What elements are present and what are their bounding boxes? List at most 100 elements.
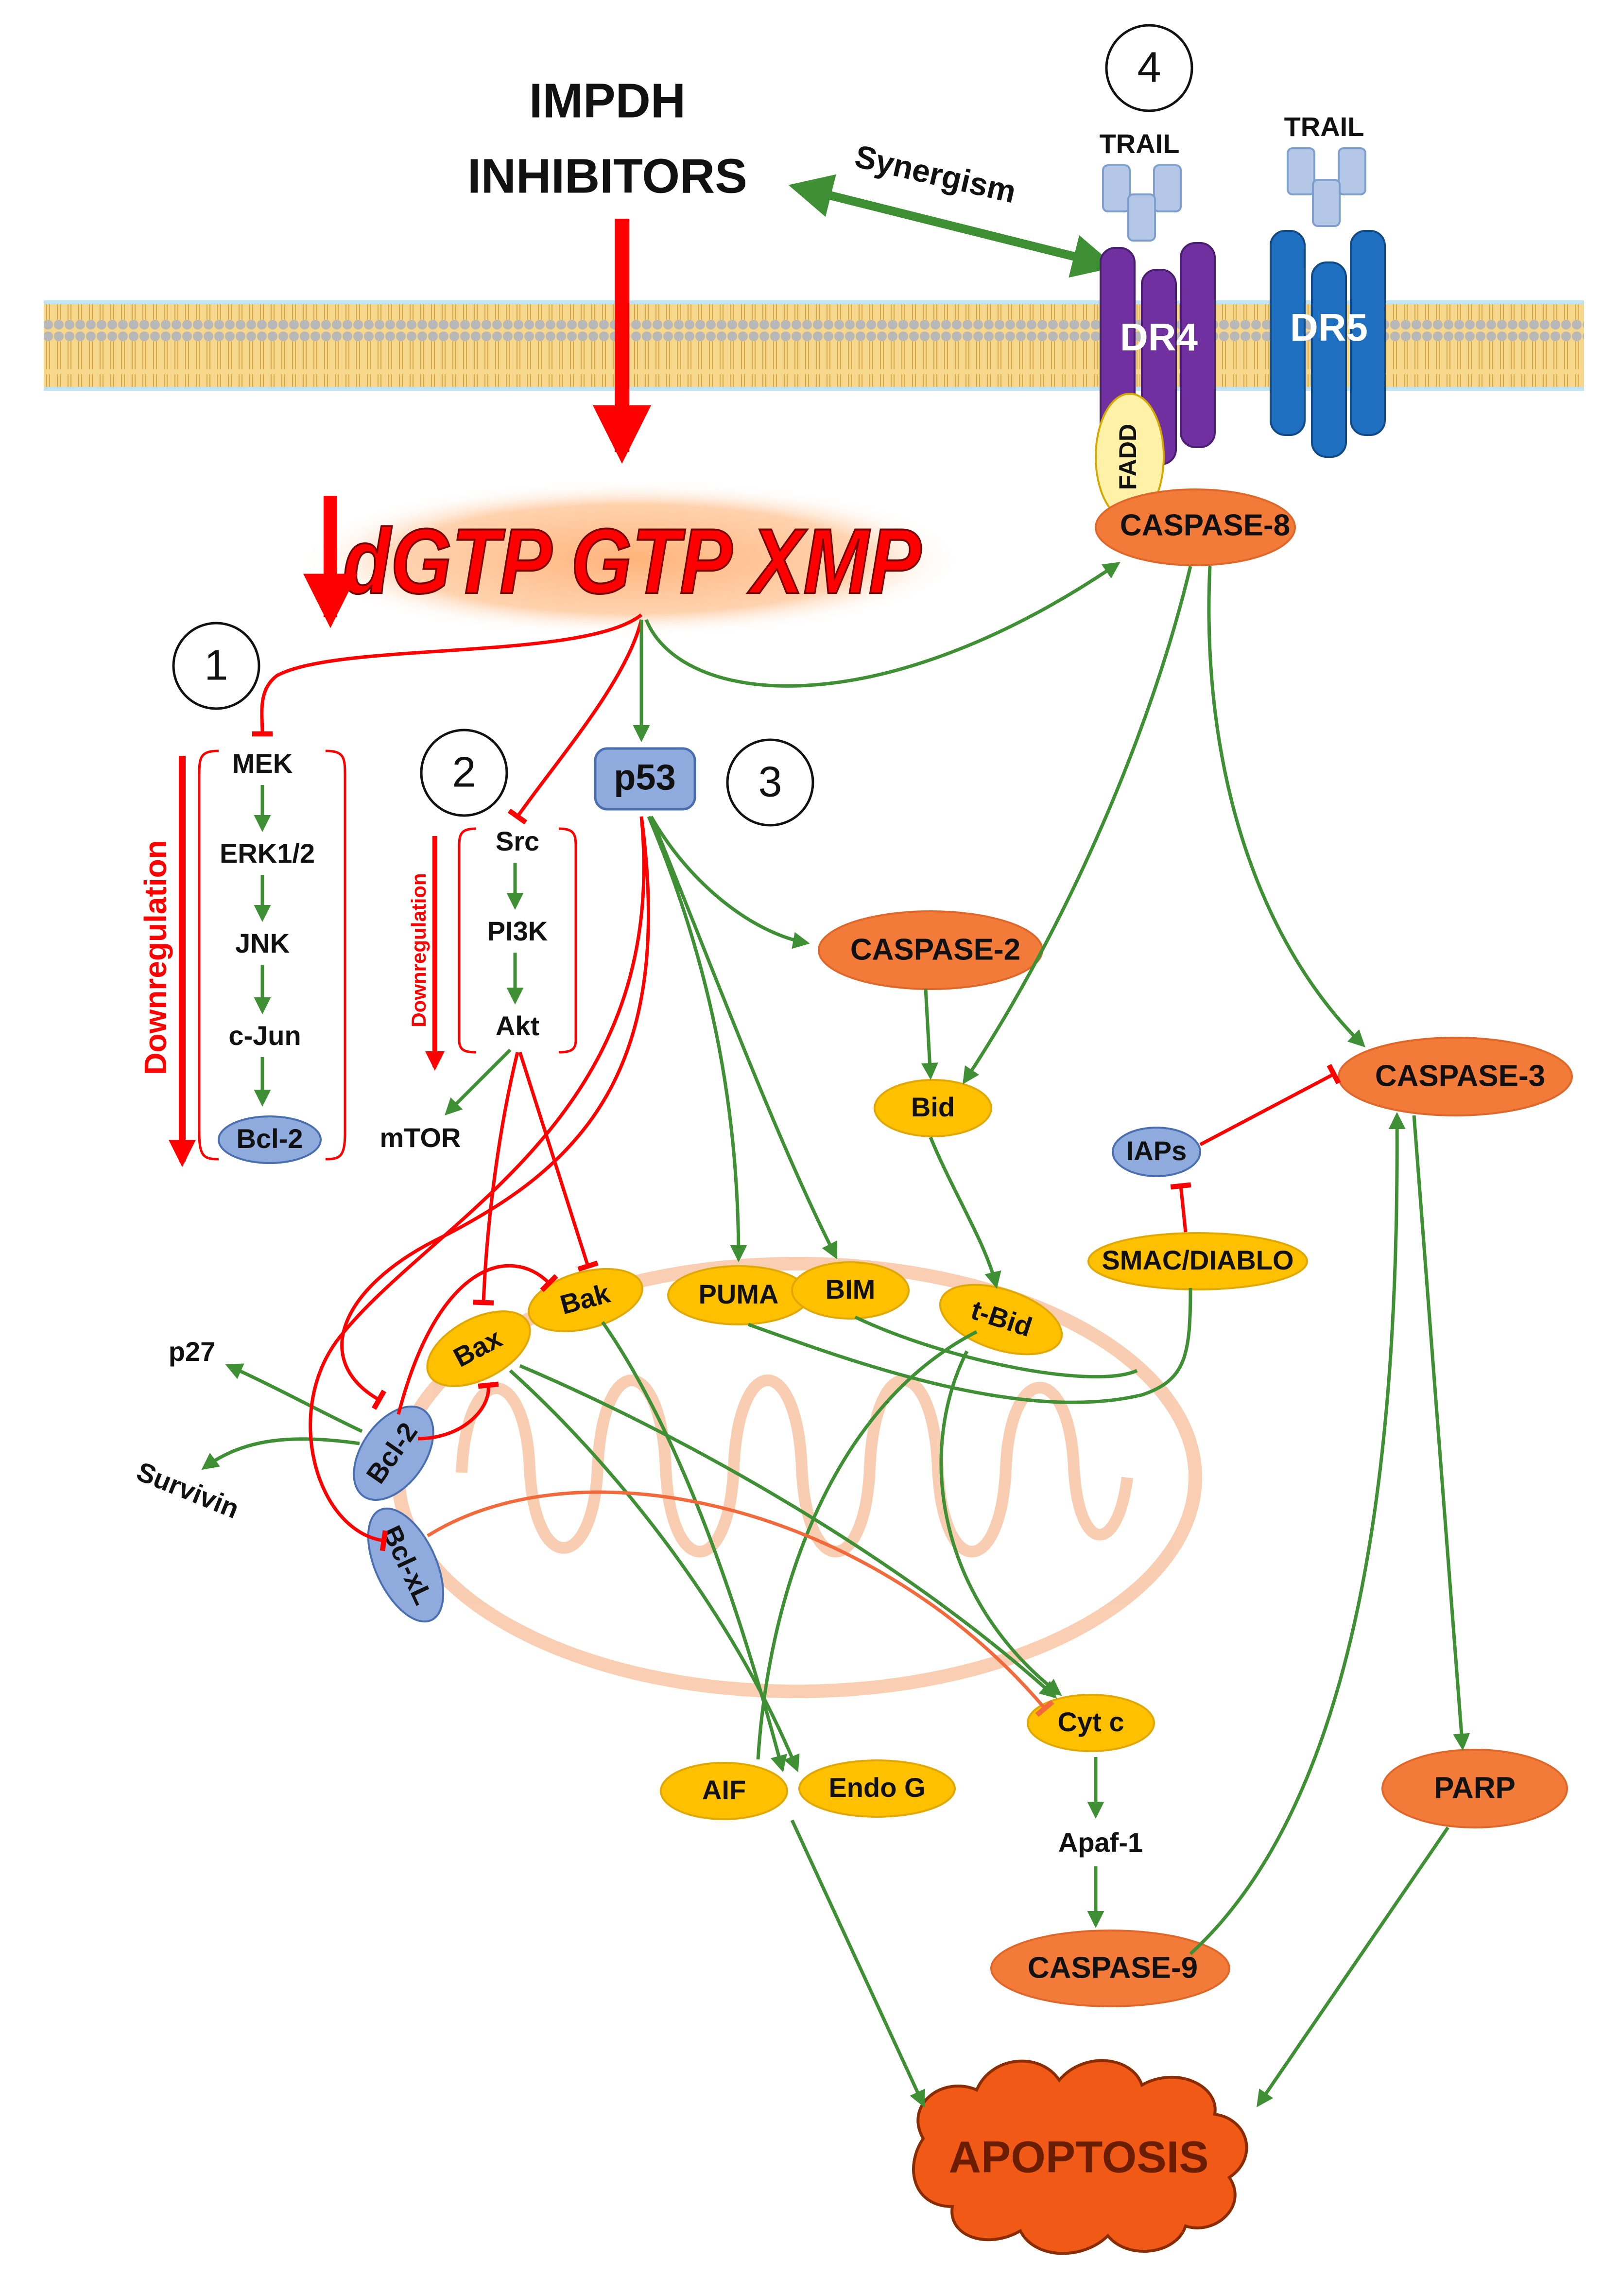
dr5-label: DR5 — [1290, 306, 1368, 349]
p53-to-caspase-2 — [649, 816, 810, 949]
number-circle-2: 2 — [420, 729, 508, 817]
synergism-label: Synergism — [851, 138, 1019, 210]
survivin-label: Survivin — [133, 1456, 243, 1524]
bid-node — [874, 1079, 992, 1137]
bax-to-cyt-c — [519, 1364, 1057, 1699]
apoptosis-cloud — [912, 2059, 1248, 2255]
smac-inhibit-iaps — [1170, 1182, 1191, 1233]
bim-to-mito — [854, 1315, 1138, 1379]
bid-to-t-bid — [929, 1136, 1001, 1289]
endo-g-label: Endo G — [828, 1772, 925, 1803]
iaps-inhibit-caspase-3 — [1199, 1063, 1341, 1147]
iaps-label: IAPs — [1126, 1135, 1187, 1166]
parp-node — [1381, 1749, 1568, 1828]
parp-to-apoptosis — [1257, 1826, 1449, 2107]
impdh-label-line1: IMPDH — [529, 73, 686, 128]
cyt-c-label: Cyt c — [1058, 1706, 1124, 1737]
p53-inhibit-bcl-xl — [309, 816, 646, 1551]
aif-to-apoptosis — [790, 1819, 926, 2108]
bid-label: Bid — [911, 1092, 955, 1122]
impdh-label-line2: INHIBITORS — [467, 149, 747, 203]
inhibit-mek — [252, 613, 643, 737]
bim-label: BIM — [826, 1274, 876, 1305]
bcl-2-to-survivin — [201, 1437, 360, 1470]
caspase-8-to-bid — [963, 566, 1192, 1084]
t-bid-to-aif — [756, 1330, 978, 1760]
nucleotides-label: dGTP GTP XMP — [343, 510, 921, 613]
parp-label: PARP — [1434, 1771, 1516, 1805]
caspase-9-to-caspase-3 — [1189, 1112, 1406, 1955]
p53-node — [594, 747, 696, 811]
erk-label: ERK1/2 — [220, 838, 315, 869]
pi3k-label: PI3K — [487, 916, 548, 946]
pathway-1-downregulation: Downregulation — [138, 840, 173, 1075]
puma-label: PUMA — [699, 1279, 779, 1309]
smac-diablo-label: SMAC/DIABLO — [1102, 1245, 1293, 1275]
svg-text:4: 4 — [1137, 43, 1161, 91]
bcl-2-inhibit-bak — [396, 1264, 558, 1415]
akt-inhibit-bax — [473, 1052, 519, 1306]
dr5-receptor — [1270, 230, 1386, 458]
mtor-label: mTOR — [380, 1122, 461, 1153]
activate-caspase-8 — [644, 562, 1120, 688]
trail-label-2: TRAIL — [1284, 111, 1364, 142]
akt-inhibit-bak — [518, 1051, 599, 1272]
t-bid-node — [939, 1284, 1063, 1356]
akt-label: Akt — [496, 1010, 539, 1041]
apoptosis-label: APOPTOSIS — [948, 2132, 1208, 2182]
apaf-1-label: Apaf-1 — [1058, 1827, 1143, 1858]
bim-node — [791, 1261, 910, 1320]
smac-diablo-node — [1087, 1232, 1308, 1290]
aif-node — [660, 1762, 788, 1820]
src-label: Src — [496, 826, 539, 856]
pathway-2-downregulation: Downregulation — [407, 873, 430, 1027]
bcl-2-node-pathway-1 — [218, 1115, 322, 1164]
fadd-label: FADD — [1114, 424, 1141, 490]
mek-label: MEK — [232, 748, 293, 779]
iaps-node — [1112, 1127, 1201, 1177]
caspase-3-label: CASPASE-3 — [1375, 1059, 1545, 1093]
jnk-label: JNK — [235, 928, 290, 958]
pathway-2: Downregulation Src PI3K Akt mTOR — [380, 826, 577, 1153]
bax-to-endo-g — [509, 1369, 800, 1773]
bcl-xl-inhibit-cyt-c — [427, 1490, 1054, 1717]
p53-to-bim — [649, 816, 838, 1260]
p53-to-puma — [647, 816, 747, 1262]
p27-label: p27 — [169, 1336, 216, 1367]
p53-label: p53 — [614, 757, 676, 798]
bcl-2-node-mito — [353, 1405, 434, 1501]
t-bid-to-cyt-c — [939, 1350, 1062, 1696]
bcl-2-label-pathway-1: Bcl-2 — [237, 1123, 303, 1154]
number-circle-3: 3 — [726, 738, 814, 827]
trail-ligand-2 — [1287, 147, 1366, 227]
pathway-1: Downregulation MEK ERK1/2 JNK c-Jun Bcl-… — [138, 748, 346, 1167]
caspase-8-label: CASPASE-8 — [1120, 508, 1290, 542]
caspase-3-to-parp — [1412, 1115, 1470, 1751]
caspase-9-node — [990, 1930, 1230, 2007]
bcl-2-to-p27 — [225, 1363, 363, 1433]
dr4-label: DR4 — [1120, 315, 1198, 359]
puma-to-mito — [747, 1287, 1192, 1404]
svg-text:2: 2 — [452, 748, 476, 796]
aif-label: AIF — [702, 1774, 746, 1805]
number-circle-1: 1 — [172, 622, 260, 710]
caspase-2-to-bid — [921, 989, 938, 1080]
caspase-2-label: CASPASE-2 — [850, 933, 1020, 966]
cyt-c-node — [1027, 1694, 1155, 1752]
svg-text:3: 3 — [758, 757, 782, 805]
caspase-9-label: CASPASE-9 — [1028, 1951, 1198, 1984]
synergism-arrow — [788, 174, 1117, 278]
p53-inhibit-bcl-2 — [340, 816, 650, 1410]
trail-label-1: TRAIL — [1100, 128, 1180, 159]
endo-g-node — [798, 1759, 956, 1818]
svg-text:1: 1 — [205, 641, 228, 689]
bax-node — [426, 1310, 531, 1387]
inhibit-src — [507, 619, 643, 825]
caspase-8-to-caspase-3 — [1207, 566, 1366, 1047]
number-circle-4: 4 — [1105, 24, 1193, 112]
caspase-8-node — [1095, 488, 1296, 566]
trail-ligand-1 — [1102, 164, 1182, 242]
c-jun-label: c-Jun — [228, 1020, 301, 1051]
bcl-2-inhibit-bax — [417, 1381, 499, 1441]
